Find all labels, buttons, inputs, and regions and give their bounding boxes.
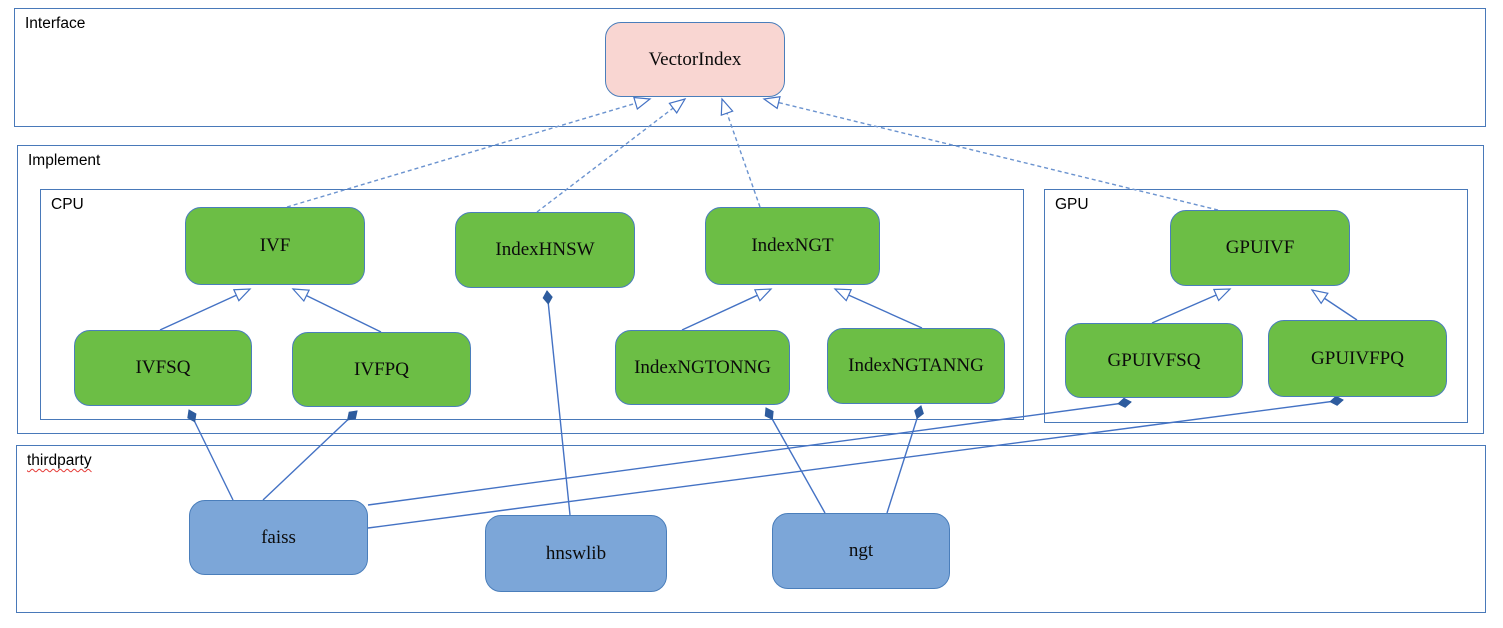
container-gpu-label: GPU: [1055, 196, 1089, 213]
container-implement-label: Implement: [28, 152, 101, 169]
node-ngt[interactable]: ngt: [772, 513, 950, 589]
node-indexngtonng-label: IndexNGTONNG: [634, 356, 771, 378]
node-indexngt[interactable]: IndexNGT: [705, 207, 880, 285]
node-indexngtonng[interactable]: IndexNGTONNG: [615, 330, 790, 405]
node-indexngt-label: IndexNGT: [751, 235, 834, 256]
node-indexngtanng-label: IndexNGTANNG: [848, 355, 984, 376]
node-indexngtanng[interactable]: IndexNGTANNG: [827, 328, 1005, 404]
node-gpuivfsq-label: GPUIVFSQ: [1107, 349, 1201, 371]
node-gpuivf-label: GPUIVF: [1225, 237, 1295, 258]
node-hnswlib-label: hnswlib: [545, 542, 607, 564]
container-thirdparty-label: thirdparty: [27, 452, 92, 469]
container-interface-label: Interface: [25, 15, 86, 32]
node-ivf-label: IVF: [259, 235, 291, 256]
node-gpuivfpq-label: GPUIVFPQ: [1311, 347, 1404, 369]
node-faiss[interactable]: faiss: [189, 500, 368, 575]
node-gpuivfsq[interactable]: GPUIVFSQ: [1065, 323, 1243, 398]
node-vectorindex-label: VectorIndex: [648, 48, 742, 70]
node-gpuivfpq[interactable]: GPUIVFPQ: [1268, 320, 1447, 397]
node-faiss-label: faiss: [261, 526, 296, 548]
container-cpu-label: CPU: [51, 196, 84, 213]
node-ivfsq[interactable]: IVFSQ: [74, 330, 252, 406]
node-ivf[interactable]: IVF: [185, 207, 365, 285]
node-ivfpq[interactable]: IVFPQ: [292, 332, 471, 407]
node-ngt-label: ngt: [848, 540, 874, 561]
node-gpuivf[interactable]: GPUIVF: [1170, 210, 1350, 286]
node-indexhnsw[interactable]: IndexHNSW: [455, 212, 635, 288]
node-indexhnsw-label: IndexHNSW: [495, 239, 595, 260]
node-hnswlib[interactable]: hnswlib: [485, 515, 667, 592]
node-vectorindex[interactable]: VectorIndex: [605, 22, 785, 97]
node-ivfpq-label: IVFPQ: [354, 358, 409, 380]
node-ivfsq-label: IVFSQ: [135, 357, 191, 378]
